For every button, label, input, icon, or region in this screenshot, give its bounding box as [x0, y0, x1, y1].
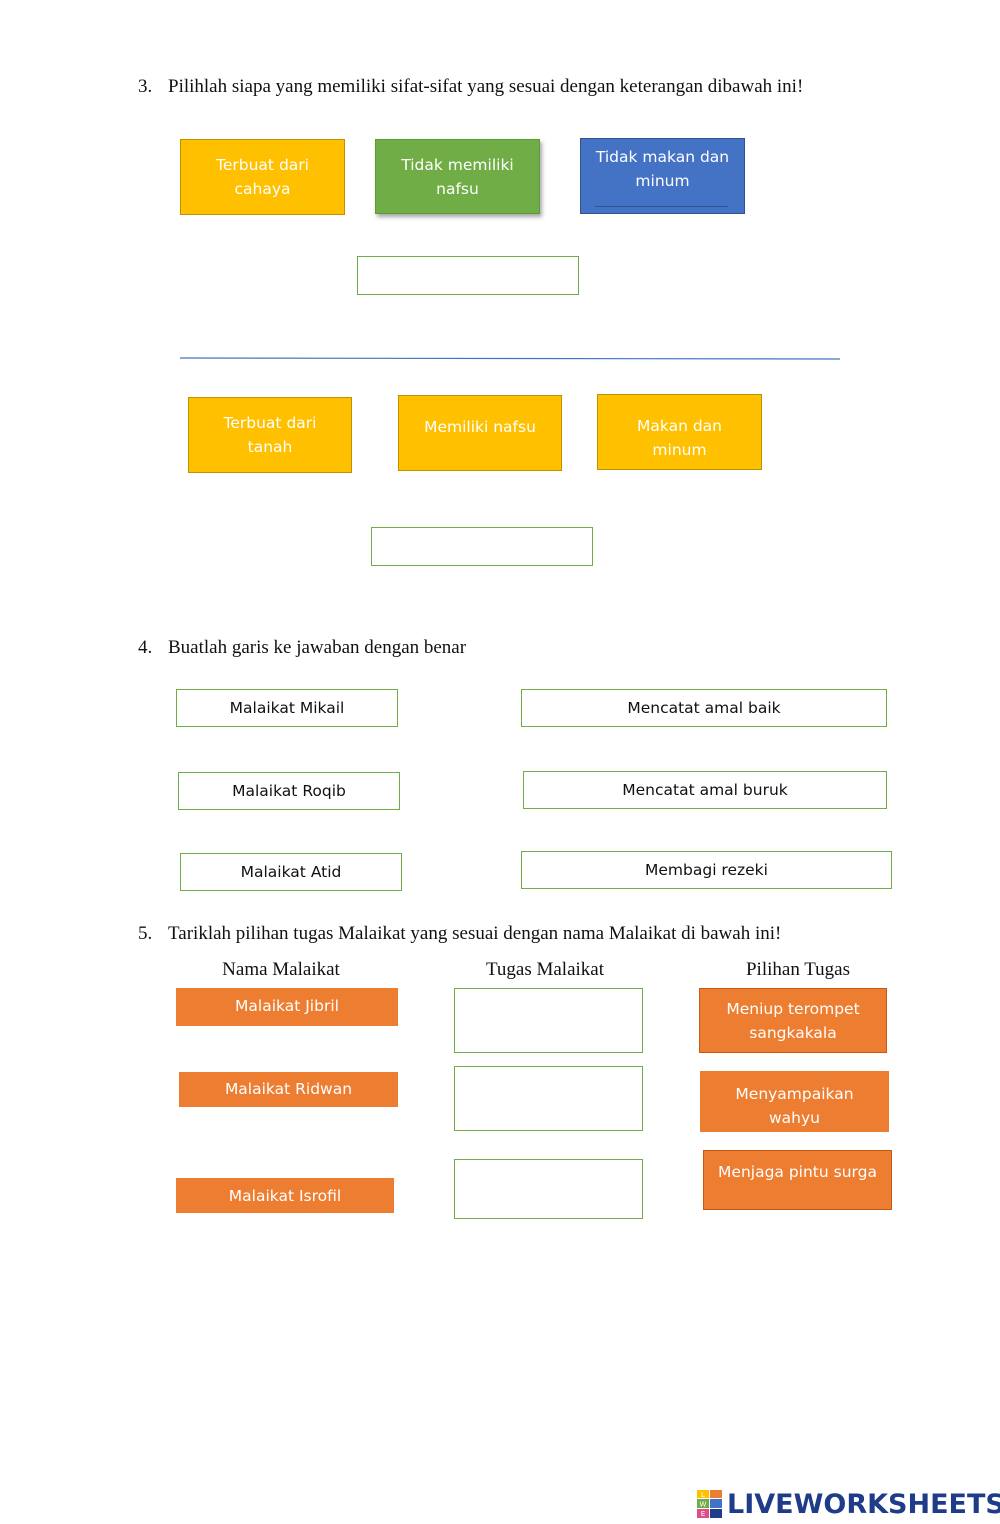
- task-drop-box-1[interactable]: [454, 988, 643, 1053]
- match-right-good-deeds[interactable]: Mencatat amal baik: [521, 689, 887, 727]
- angel-name-ridwan: Malaikat Ridwan: [179, 1072, 398, 1107]
- task-choice-heaven-gate[interactable]: Menjaga pintu surga: [703, 1150, 892, 1210]
- logo-letter-l: L: [701, 1491, 705, 1499]
- header-choices: Pilihan Tugas: [745, 959, 850, 980]
- task-choice-trumpet-line2: sangkakala: [749, 1023, 837, 1042]
- trait-card-no-desire-line2: nafsu: [436, 179, 479, 198]
- answer-box-2[interactable]: [371, 527, 593, 566]
- header-tasks: Tugas Malaikat: [485, 959, 605, 980]
- trait-card-no-eat[interactable]: Tidak makan dan minum: [580, 138, 745, 214]
- trait-card-earth[interactable]: Terbuat dari tanah: [188, 397, 352, 473]
- liveworksheets-blocks-icon: L W E: [697, 1490, 722, 1518]
- task-drop-box-3[interactable]: [454, 1159, 643, 1219]
- logo-letter-w: W: [700, 1501, 707, 1509]
- trait-card-desire[interactable]: Memiliki nafsu: [398, 395, 562, 471]
- trait-card-eat-label: Makan dan minum: [637, 417, 722, 459]
- angel-name-isrofil: Malaikat Isrofil: [176, 1178, 394, 1213]
- question-5: 5. Tariklah pilihan tugas Malaikat yang s…: [138, 923, 781, 945]
- angel-name-jibril: Malaikat Jibril: [176, 988, 398, 1026]
- angel-name-jibril-label: Malaikat Jibril: [235, 997, 339, 1015]
- trait-card-desire-label: Memiliki nafsu: [424, 418, 536, 436]
- angel-name-isrofil-label: Malaikat Isrofil: [228, 1186, 342, 1205]
- task-choice-revelation-label: Menyampaikan wahyu: [735, 1085, 854, 1127]
- liveworksheets-logo: L W E LIVEWORKSHEETS: [697, 1488, 1000, 1520]
- liveworksheets-logo-text: LIVEWORKSHEETS: [727, 1488, 1000, 1520]
- task-drop-box-2[interactable]: [454, 1066, 643, 1131]
- question-3-number: 3.: [138, 76, 153, 97]
- question-3: 3. Pilihlah siapa yang memiliki sifat-sif…: [138, 76, 803, 98]
- task-choice-trumpet-line1: Meniup terompet: [726, 999, 860, 1018]
- match-left-atid[interactable]: Malaikat Atid: [180, 853, 402, 891]
- trait-card-no-desire[interactable]: Tidak memiliki nafsu: [375, 139, 540, 214]
- card-underline: [595, 206, 728, 207]
- question-3-text: Pilihlah siapa yang memiliki sifat-sifat…: [168, 76, 804, 97]
- answer-box-1[interactable]: [357, 256, 579, 295]
- trait-card-eat[interactable]: Makan dan minum: [597, 394, 762, 470]
- header-names: Nama Malaikat: [222, 959, 340, 980]
- logo-letter-e: E: [701, 1510, 705, 1518]
- trait-card-earth-label: Terbuat dari tanah: [223, 414, 317, 456]
- match-left-roqib[interactable]: Malaikat Roqib: [178, 772, 400, 810]
- divider-line: [180, 357, 840, 360]
- task-choice-heaven-gate-label: Menjaga pintu surga: [718, 1163, 877, 1181]
- angel-name-ridwan-label: Malaikat Ridwan: [224, 1080, 353, 1098]
- question-5-number: 5.: [138, 923, 153, 944]
- task-choice-trumpet[interactable]: Meniup terompet sangkakala: [699, 988, 887, 1053]
- task-choice-revelation[interactable]: Menyampaikan wahyu: [700, 1071, 889, 1132]
- match-left-mikail[interactable]: Malaikat Mikail: [176, 689, 398, 727]
- trait-card-light-line1: Terbuat dari: [216, 156, 309, 174]
- trait-card-light[interactable]: Terbuat dari cahaya: [180, 139, 345, 215]
- trait-card-light-line2: cahaya: [234, 180, 291, 198]
- trait-card-no-eat-line1: Tidak makan dan: [595, 148, 730, 166]
- match-right-bad-deeds[interactable]: Mencatat amal buruk: [523, 771, 887, 809]
- question-4: 4. Buatlah garis ke jawaban dengan benar: [138, 637, 466, 659]
- trait-card-no-desire-line1: Tidak memiliki: [401, 155, 514, 174]
- question-4-number: 4.: [138, 637, 153, 658]
- question-5-text: Tariklah pilihan tugas Malaikat yang ses…: [168, 923, 782, 944]
- question-4-text: Buatlah garis ke jawaban dengan benar: [168, 637, 467, 658]
- match-right-sustenance[interactable]: Membagi rezeki: [521, 851, 892, 889]
- trait-card-no-eat-line2: minum: [635, 172, 690, 190]
